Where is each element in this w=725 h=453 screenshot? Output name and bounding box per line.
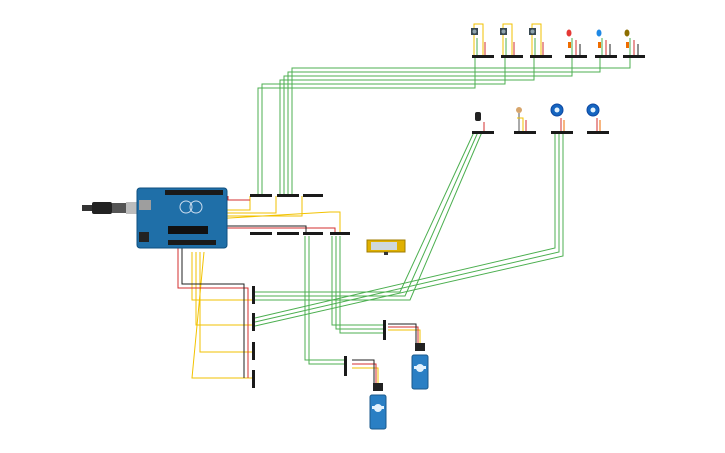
usb-plug-icon [82,202,140,214]
sensor-row [472,103,609,134]
yellow-wires [191,196,421,385]
green-wires-servos [304,236,385,365]
ir-receiver-icon[interactable] [472,112,494,134]
lcd-display-icon[interactable] [366,239,406,255]
green-wires-top [257,58,631,195]
servo-motor-icon[interactable] [411,343,429,390]
pushbutton-icon[interactable] [529,23,552,58]
led-icon[interactable] [623,29,645,59]
led-icon[interactable] [565,29,587,59]
wire-layer [177,58,631,385]
potentiometer-icon[interactable] [586,103,609,134]
photoresistor-icon[interactable] [514,107,536,134]
header-strips [250,194,386,388]
top-component-row [471,23,645,59]
pushbutton-icon[interactable] [471,23,494,58]
green-wires-sensors [254,131,564,327]
arduino-uno-board[interactable] [136,187,228,249]
led-icon[interactable] [595,29,617,59]
servo-motor-icon[interactable] [369,383,387,430]
pushbutton-icon[interactable] [500,23,523,58]
potentiometer-icon[interactable] [550,103,573,134]
